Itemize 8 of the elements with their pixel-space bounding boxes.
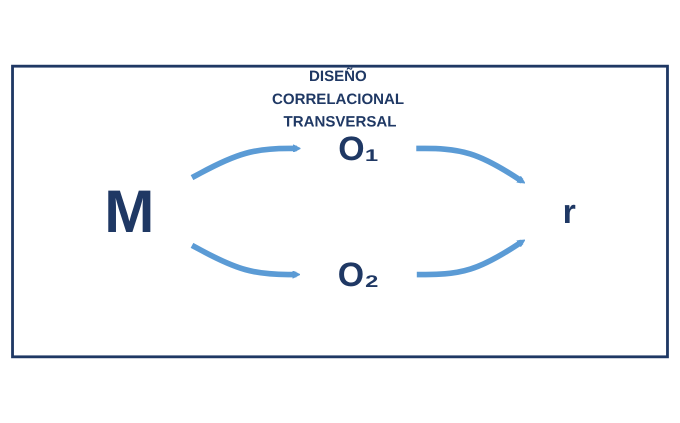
node-text: O₂ [338,254,380,294]
arrow [416,146,526,184]
node-text: r [562,192,576,230]
arrow [190,144,302,180]
arrow [416,239,526,278]
arrow [190,242,301,279]
node-text: M [104,178,154,246]
node-text: O₁ [338,128,379,168]
